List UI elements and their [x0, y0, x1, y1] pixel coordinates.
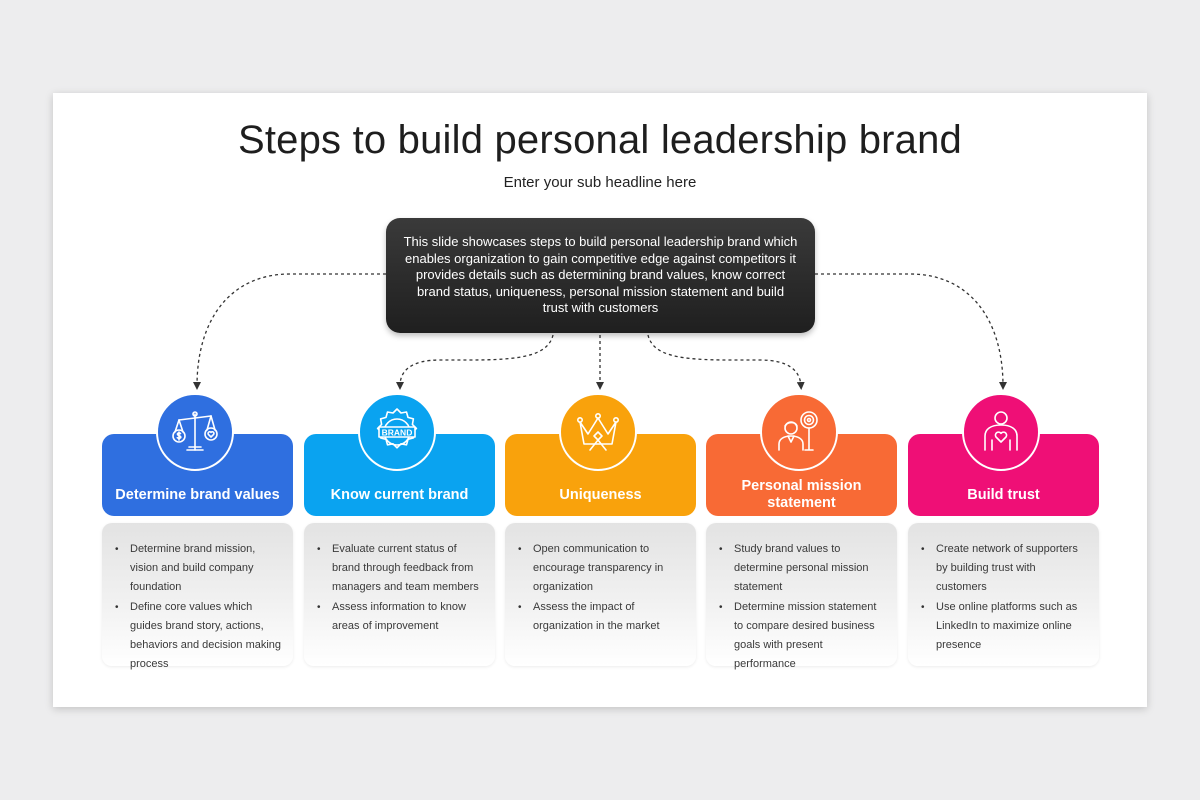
summary-text: This slide showcases steps to build pers…	[403, 234, 798, 316]
scale-icon	[172, 411, 218, 451]
step-details-card: Evaluate current status of brand through…	[304, 523, 495, 666]
step-details-card: Create network of supporters by building…	[908, 523, 1099, 666]
bullet-item: Define core values which guides brand st…	[115, 598, 283, 675]
connector-to-step-1	[193, 273, 386, 390]
step-uniqueness: Uniqueness Open communication to encoura…	[505, 393, 696, 666]
page-title: Steps to build personal leadership brand	[237, 118, 963, 162]
step-icon-circle: BRAND	[358, 393, 436, 471]
step-determine-brand-values: Determine brand values Determine brand m…	[102, 393, 293, 670]
page-subtitle: Enter your sub headline here	[503, 174, 697, 191]
step-label: Determine brand values	[115, 486, 280, 503]
connector-to-step-5	[815, 273, 1007, 390]
bullet-list: Study brand values to determine personal…	[706, 523, 897, 674]
bullet-list: Create network of supporters by building…	[908, 523, 1099, 655]
bullet-item: Determine brand mission, vision and buil…	[115, 540, 283, 598]
bullet-item: Assess information to know areas of impr…	[317, 598, 485, 636]
step-build-trust: Build trust Create network of supporters…	[908, 393, 1099, 666]
step-label: Uniqueness	[559, 486, 642, 503]
step-details-card: Open communication to encourage transpar…	[505, 523, 696, 666]
bullet-item: Create network of supporters by building…	[921, 540, 1089, 598]
bullet-item: Evaluate current status of brand through…	[317, 540, 485, 598]
bullet-item: Determine mission statement to compare d…	[719, 598, 887, 675]
person-target-icon	[778, 411, 818, 451]
step-label: Build trust	[967, 486, 1040, 503]
bullet-item: Study brand values to determine personal…	[719, 540, 887, 598]
brand-badge-icon: BRAND	[376, 408, 418, 449]
step-icon-circle	[962, 393, 1040, 471]
bullet-item: Open communication to encourage transpar…	[518, 540, 686, 598]
connector-to-step-2	[396, 334, 554, 390]
bullet-list: Open communication to encourage transpar…	[505, 523, 696, 636]
step-details-card: Determine brand mission, vision and buil…	[102, 523, 293, 670]
svg-text:BRAND: BRAND	[382, 428, 413, 438]
step-details-card: Study brand values to determine personal…	[706, 523, 897, 670]
crown-icon	[577, 413, 619, 451]
step-label: Personal mission statement	[741, 478, 862, 511]
summary-box: This slide showcases steps to build pers…	[386, 218, 815, 333]
bullet-list: Determine brand mission, vision and buil…	[102, 523, 293, 674]
bullet-list: Evaluate current status of brand through…	[304, 523, 495, 636]
bullet-item: Use online platforms such as LinkedIn to…	[921, 598, 1089, 656]
bullet-item: Assess the impact of organization in the…	[518, 598, 686, 636]
step-know-current-brand: Know current brand BRAND Evaluate curren…	[304, 393, 495, 666]
connector-to-step-4	[647, 334, 805, 390]
step-icon-circle	[559, 393, 637, 471]
step-icon-circle	[760, 393, 838, 471]
step-personal-mission-statement: Personal mission statement Study brand v…	[706, 393, 897, 670]
step-icon-circle	[156, 393, 234, 471]
step-label: Know current brand	[330, 486, 469, 503]
heart-person-icon	[984, 411, 1018, 451]
